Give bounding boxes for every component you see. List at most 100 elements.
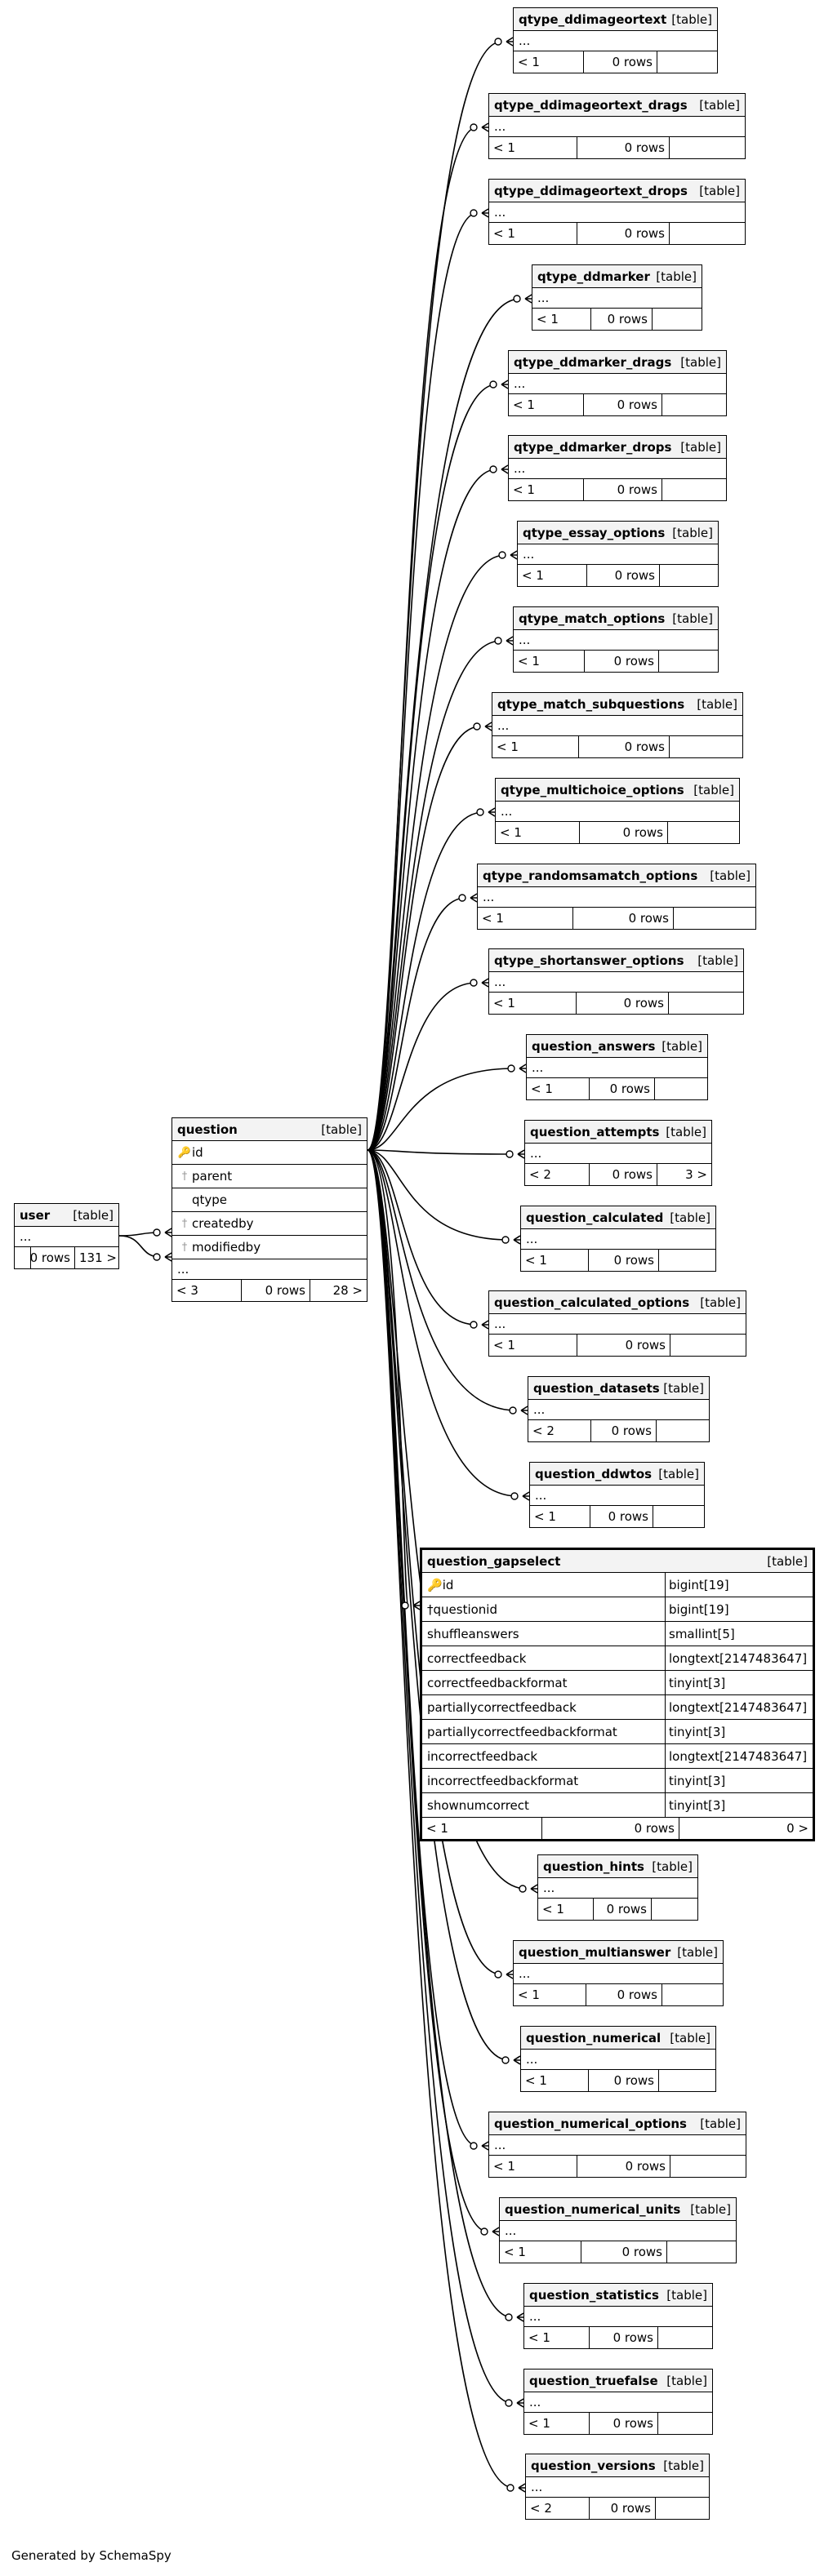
parents-count[interactable]: < 1 [426, 1821, 448, 1836]
column-qtype[interactable]: qtype [172, 1188, 367, 1212]
parents-count[interactable]: < 1 [497, 739, 519, 754]
parents-count[interactable]: < 1 [525, 2073, 547, 2088]
parents-count[interactable] [15, 1247, 30, 1268]
table-name[interactable]: question_calculated_options [494, 1295, 690, 1310]
parents-count[interactable]: < 2 [532, 1423, 555, 1438]
children-count[interactable] [658, 2070, 715, 2091]
column-createdby[interactable]: †createdby [172, 1212, 367, 1236]
parents-count[interactable]: < 1 [482, 911, 504, 926]
children-count[interactable] [654, 1078, 707, 1099]
table-name[interactable]: question_attempts [530, 1124, 660, 1139]
parents-count[interactable]: < 1 [534, 1509, 556, 1524]
children-count[interactable]: 28 > [310, 1280, 367, 1301]
parents-count[interactable]: < 1 [513, 482, 535, 497]
parents-count[interactable]: < 1 [525, 1253, 547, 1268]
parents-count[interactable]: < 1 [531, 1081, 553, 1096]
column-id[interactable]: 🔑id [172, 1141, 367, 1165]
children-count[interactable] [673, 908, 755, 929]
parents-count[interactable]: < 1 [518, 1988, 540, 2002]
children-count[interactable] [669, 736, 742, 757]
table-name[interactable]: question_hints [543, 1859, 644, 1874]
children-count[interactable] [662, 394, 726, 415]
table-name[interactable]: qtype_ddimageortext_drags [494, 97, 688, 113]
parents-count[interactable]: < 1 [500, 825, 522, 840]
table-name[interactable]: qtype_multichoice_options [501, 782, 684, 797]
children-count[interactable] [655, 2498, 709, 2519]
parents-count[interactable]: < 1 [493, 1338, 515, 1352]
table-qtype-randomsamatch-options[interactable]: qtype_randomsamatch_options[table]...< 1… [477, 864, 756, 930]
children-count[interactable] [657, 2413, 712, 2434]
children-count[interactable] [652, 309, 702, 330]
parents-count[interactable]: < 1 [493, 226, 515, 241]
table-name[interactable]: question_datasets [533, 1380, 660, 1396]
table-name[interactable]: qtype_match_subquestions [497, 696, 685, 712]
children-count[interactable] [657, 2327, 712, 2348]
children-count[interactable] [662, 1984, 723, 2005]
parents-count[interactable]: < 1 [493, 2159, 515, 2174]
table-name[interactable]: user [20, 1207, 51, 1223]
table-name[interactable]: qtype_ddmarker [537, 269, 650, 284]
children-count[interactable] [669, 223, 745, 244]
parents-count[interactable]: < 1 [493, 996, 515, 1010]
children-count[interactable] [667, 822, 739, 843]
children-count[interactable] [662, 479, 726, 500]
table-name[interactable]: qtype_ddimageortext_drops [494, 183, 688, 198]
children-count[interactable] [653, 1506, 704, 1527]
table-name[interactable]: question_calculated [526, 1210, 664, 1225]
children-count[interactable]: 131 > [74, 1247, 121, 1268]
parents-count[interactable]: < 1 [542, 1902, 564, 1916]
table-name[interactable]: qtype_ddimageortext [519, 11, 667, 27]
table-name[interactable]: question [177, 1121, 238, 1137]
table-question-calculated-options[interactable]: question_calculated_options[table]...< 1… [488, 1290, 746, 1357]
table-name[interactable]: qtype_ddmarker_drags [514, 354, 672, 370]
table-name[interactable]: question_answers [532, 1038, 656, 1054]
parents-count[interactable]: < 1 [528, 2416, 550, 2431]
table-name[interactable]: question_truefalse [529, 2373, 658, 2388]
parents-count[interactable]: < 1 [537, 312, 559, 326]
table-name[interactable]: qtype_match_options [519, 611, 666, 626]
parents-count[interactable]: < 2 [530, 2501, 552, 2516]
children-count[interactable] [658, 651, 718, 672]
table-name[interactable]: qtype_ddmarker_drops [514, 439, 672, 455]
parents-count[interactable]: < 1 [518, 55, 540, 69]
table-name[interactable]: qtype_essay_options [523, 525, 666, 540]
table-name[interactable]: question_statistics [529, 2287, 659, 2303]
table-name[interactable]: question_numerical [526, 2030, 662, 2045]
parents-count[interactable]: < 1 [518, 654, 540, 668]
children-count[interactable] [658, 1250, 715, 1271]
column-modifiedby[interactable]: †modifiedby [172, 1236, 367, 1259]
parents-count[interactable]: < 1 [522, 568, 544, 583]
column-parent[interactable]: †parent [172, 1165, 367, 1188]
children-count[interactable] [651, 1899, 697, 1920]
parents-count[interactable]: < 1 [513, 398, 535, 412]
children-count[interactable]: 3 > [657, 1164, 711, 1185]
parents-count[interactable]: < 1 [528, 2330, 550, 2345]
parents-count[interactable]: < 1 [504, 2245, 526, 2259]
children-count[interactable] [669, 137, 745, 158]
